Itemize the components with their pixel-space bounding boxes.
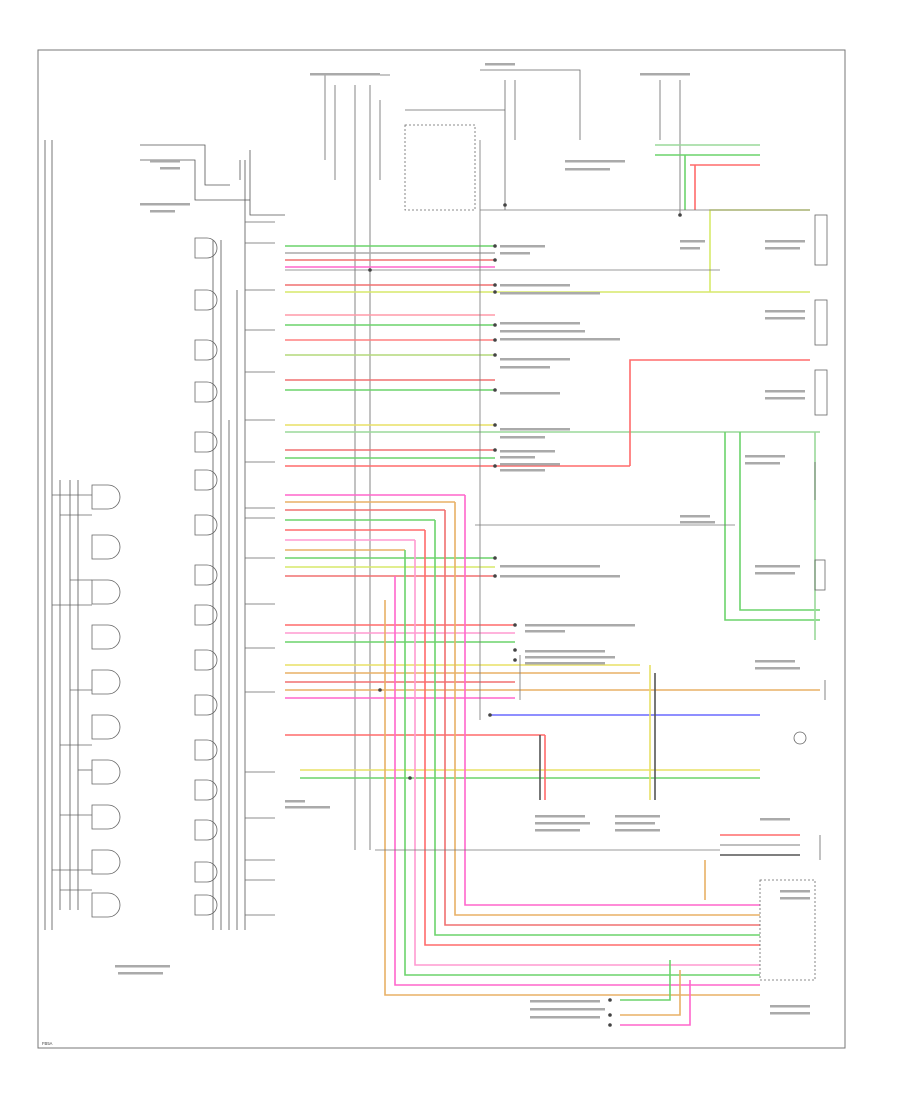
top-fuse-relay-section [320, 69, 681, 850]
diagram-code: FB5A [42, 1041, 53, 1046]
ground-bus-lines [285, 140, 810, 851]
cluster-left-gauges [52, 484, 121, 918]
right-components [759, 214, 828, 981]
label-marks [115, 63, 810, 1019]
instrument-cluster [44, 140, 285, 930]
wire-harness [285, 144, 820, 1026]
cluster-right-lamps [194, 237, 218, 916]
diagram-frame [37, 49, 846, 1049]
cluster-connector-stubs [245, 221, 275, 916]
connector-dots [368, 203, 682, 1027]
